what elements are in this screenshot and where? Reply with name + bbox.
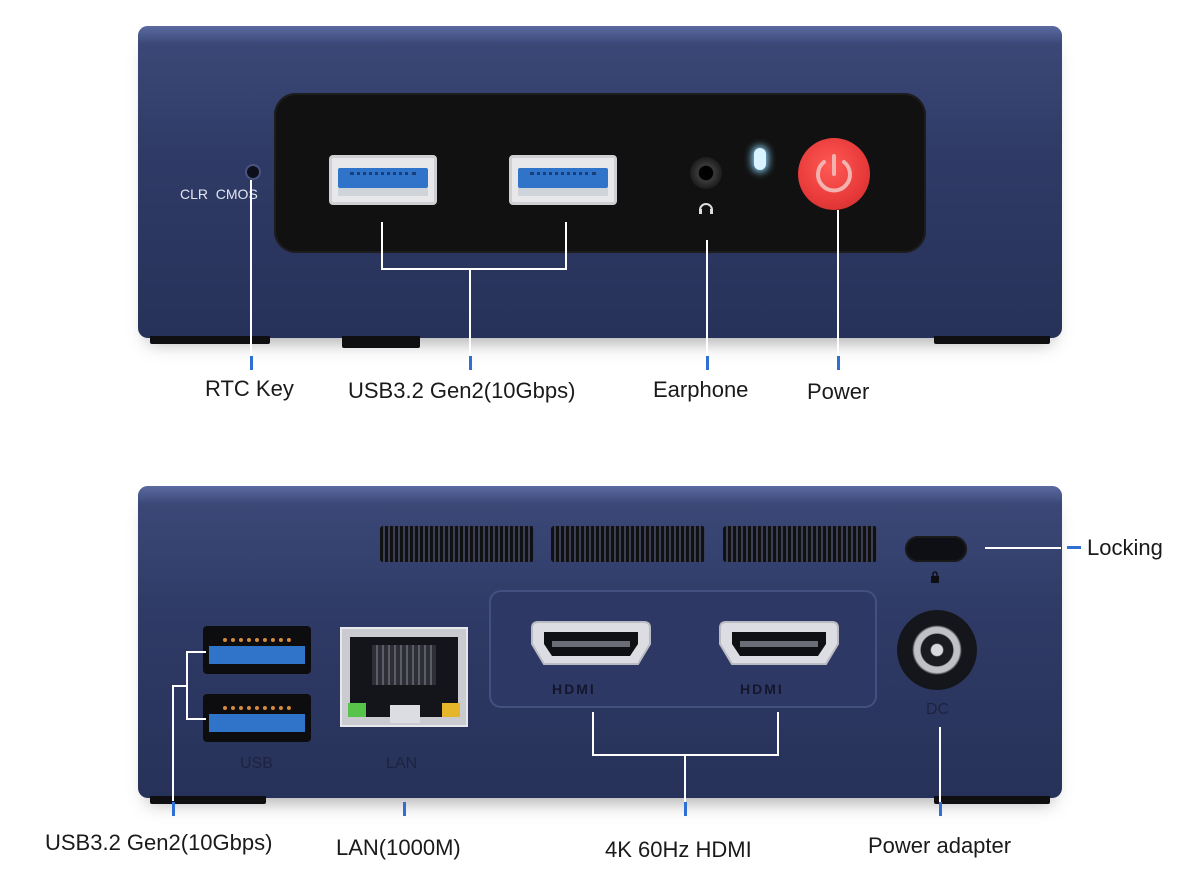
dc-callout-line	[939, 727, 941, 802]
front-top-edge	[138, 26, 1062, 44]
rear-usb-port-label: USB	[240, 755, 273, 772]
hdmi-logo-1: HDMI	[552, 681, 596, 697]
power-adapter-label: Power adapter	[868, 833, 1012, 858]
earphone-tick	[706, 356, 709, 370]
rear-usb-tick	[172, 802, 175, 816]
usb-bracket-left	[381, 222, 383, 270]
rtc-key-label: RTC Key	[205, 376, 294, 401]
headset-icon	[697, 199, 715, 217]
rear-foot-right	[934, 796, 1050, 804]
vent-2	[551, 526, 705, 562]
hdmi-label: 4K 60Hz HDMI	[605, 837, 752, 862]
front-usb-port-2[interactable]	[509, 155, 617, 205]
earphone-label: Earphone	[653, 377, 749, 402]
lan-port[interactable]	[340, 627, 468, 727]
hdmi-port-1[interactable]	[530, 620, 652, 666]
rtc-callout-line	[250, 180, 252, 358]
lan-tick	[403, 802, 406, 816]
hdmi-bracket-right	[777, 712, 779, 756]
kensington-lock-slot[interactable]	[905, 536, 967, 562]
rear-usb-bracket-top	[186, 651, 206, 653]
power-icon	[816, 154, 852, 193]
rear-usb-port-2[interactable]	[203, 694, 311, 742]
clr-cmos-label: CLR CMOS	[180, 186, 258, 202]
power-led	[754, 148, 766, 170]
rear-top-edge	[138, 486, 1062, 504]
front-usb-port-1[interactable]	[329, 155, 437, 205]
vent-3	[723, 526, 877, 562]
locking-callout-line	[985, 547, 1061, 549]
dc-label: DC	[926, 701, 950, 718]
front-foot-mid	[342, 336, 420, 348]
usb-callout-line	[469, 268, 471, 356]
locking-label: Locking	[1087, 535, 1163, 560]
rear-foot-left	[150, 796, 266, 804]
dc-tick	[939, 802, 942, 816]
usb-front-tick	[469, 356, 472, 370]
front-usb-label: USB3.2 Gen2(10Gbps)	[348, 378, 576, 403]
hdmi-bracket-left	[592, 712, 594, 756]
rear-usb-callout-line	[172, 685, 174, 801]
locking-tick	[1067, 546, 1081, 549]
power-callout-line	[837, 210, 839, 358]
rear-usb-port-1[interactable]	[203, 626, 311, 674]
power-tick	[837, 356, 840, 370]
front-foot-right	[934, 336, 1050, 344]
hdmi-callout-line	[684, 754, 686, 802]
rear-usb-bracket-mid	[172, 685, 188, 687]
dc-jack[interactable]	[897, 610, 977, 690]
rear-usb-label: USB3.2 Gen2(10Gbps)	[45, 830, 273, 855]
power-label: Power	[807, 379, 870, 404]
earphone-callout-line	[706, 240, 708, 358]
front-foot-left	[150, 336, 270, 344]
usb-bracket-right	[565, 222, 567, 270]
vent-1	[380, 526, 534, 562]
rear-usb-bracket-bottom	[186, 718, 206, 720]
usb-bracket-bottom	[381, 268, 567, 270]
hdmi-tick	[684, 802, 687, 816]
clr-cmos-hole[interactable]	[247, 166, 259, 178]
lan-port-label: LAN	[386, 755, 418, 772]
power-button[interactable]	[798, 138, 870, 210]
hdmi-port-2[interactable]	[718, 620, 840, 666]
rtc-tick	[250, 356, 253, 370]
earphone-jack[interactable]	[690, 157, 722, 189]
hdmi-logo-2: HDMI	[740, 681, 784, 697]
lock-icon	[930, 568, 940, 583]
lan-label: LAN(1000M)	[336, 835, 461, 860]
